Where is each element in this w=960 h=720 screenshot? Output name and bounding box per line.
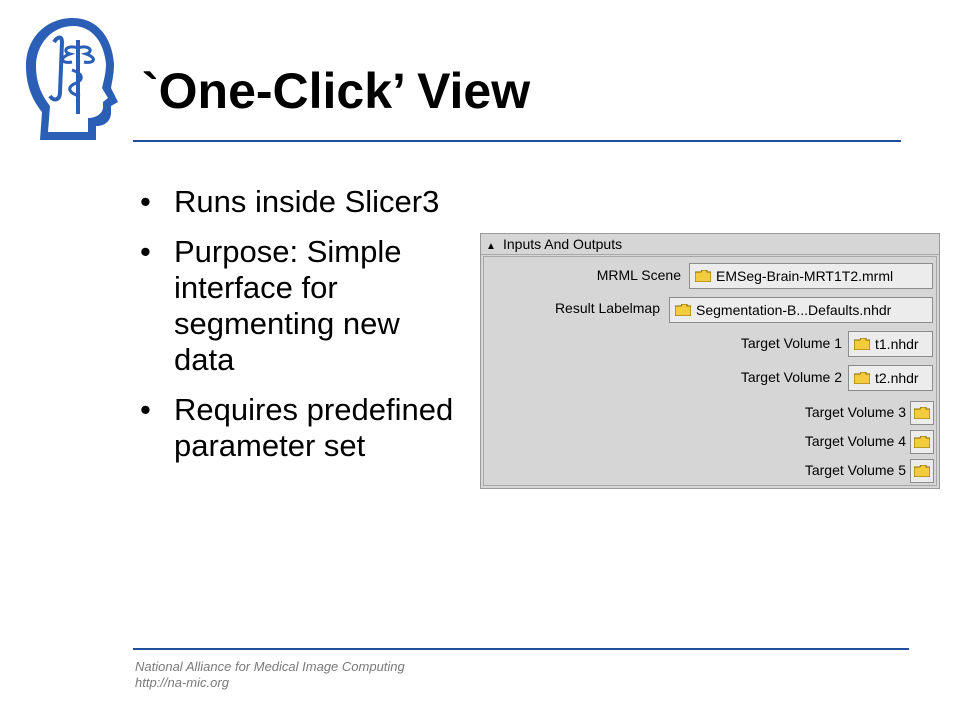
folder-icon [854, 372, 870, 384]
target-volume-2-label: Target Volume 2 [740, 369, 842, 385]
bullet-item: • Runs inside Slicer3 [138, 184, 458, 220]
result-labelmap-label: Result Labelmap [554, 300, 660, 316]
target-volume-2-value: t2.nhdr [875, 370, 919, 386]
page-title: `One-Click’ View [142, 63, 531, 119]
folder-icon [675, 304, 691, 316]
target-volume-4-label: Target Volume 4 [804, 433, 906, 449]
target-volume-4-button[interactable] [910, 430, 934, 454]
result-labelmap-button[interactable]: Segmentation-B...Defaults.nhdr [669, 297, 933, 323]
bullet-text: Requires predefined parameter set [174, 392, 454, 463]
target-volume-1-value: t1.nhdr [875, 336, 919, 352]
target-volume-5-label: Target Volume 5 [804, 462, 906, 478]
footer-url[interactable]: http://na-mic.org [135, 675, 229, 690]
panel-body: MRML Scene EMSeg-Brain-MRT1T2.mrml Resul… [483, 256, 937, 486]
folder-icon [854, 338, 870, 350]
folder-icon [914, 436, 930, 448]
target-volume-5-button[interactable] [910, 459, 934, 483]
bullet-dot: • [140, 392, 151, 427]
mrml-scene-button[interactable]: EMSeg-Brain-MRT1T2.mrml [689, 263, 933, 289]
footer-org: National Alliance for Medical Image Comp… [135, 659, 405, 674]
footer-divider [133, 648, 909, 650]
bullet-list: • Runs inside Slicer3 • Purpose: Simple in… [138, 184, 458, 478]
target-volume-1-label: Target Volume 1 [740, 335, 842, 351]
folder-icon [914, 407, 930, 419]
bullet-dot: • [140, 184, 151, 219]
folder-icon [695, 270, 711, 282]
bullet-item: • Requires predefined parameter set [138, 392, 458, 464]
namic-head-logo-icon [26, 18, 118, 140]
target-volume-1-button[interactable]: t1.nhdr [848, 331, 933, 357]
mrml-scene-label: MRML Scene [596, 267, 681, 283]
mrml-scene-value: EMSeg-Brain-MRT1T2.mrml [716, 268, 894, 284]
target-volume-2-button[interactable]: t2.nhdr [848, 365, 933, 391]
title-divider [133, 140, 901, 142]
bullet-text: Purpose: Simple interface for segmenting… [174, 234, 402, 377]
namic-logo [18, 14, 128, 144]
target-volume-3-button[interactable] [910, 401, 934, 425]
target-volume-3-label: Target Volume 3 [804, 404, 906, 420]
panel-header[interactable]: ▲ Inputs And Outputs [481, 234, 939, 255]
bullet-item: • Purpose: Simple interface for segmentin… [138, 234, 458, 378]
collapse-triangle-icon[interactable]: ▲ [486, 241, 496, 252]
result-labelmap-value: Segmentation-B...Defaults.nhdr [696, 302, 892, 318]
bullet-dot: • [140, 234, 151, 269]
folder-icon [914, 465, 930, 477]
bullet-text: Runs inside Slicer3 [174, 184, 440, 219]
inputs-outputs-panel: ▲ Inputs And Outputs MRML Scene EMSeg-Br… [480, 233, 940, 489]
panel-header-title: Inputs And Outputs [503, 236, 623, 252]
footer: National Alliance for Medical Image Comp… [135, 659, 405, 691]
